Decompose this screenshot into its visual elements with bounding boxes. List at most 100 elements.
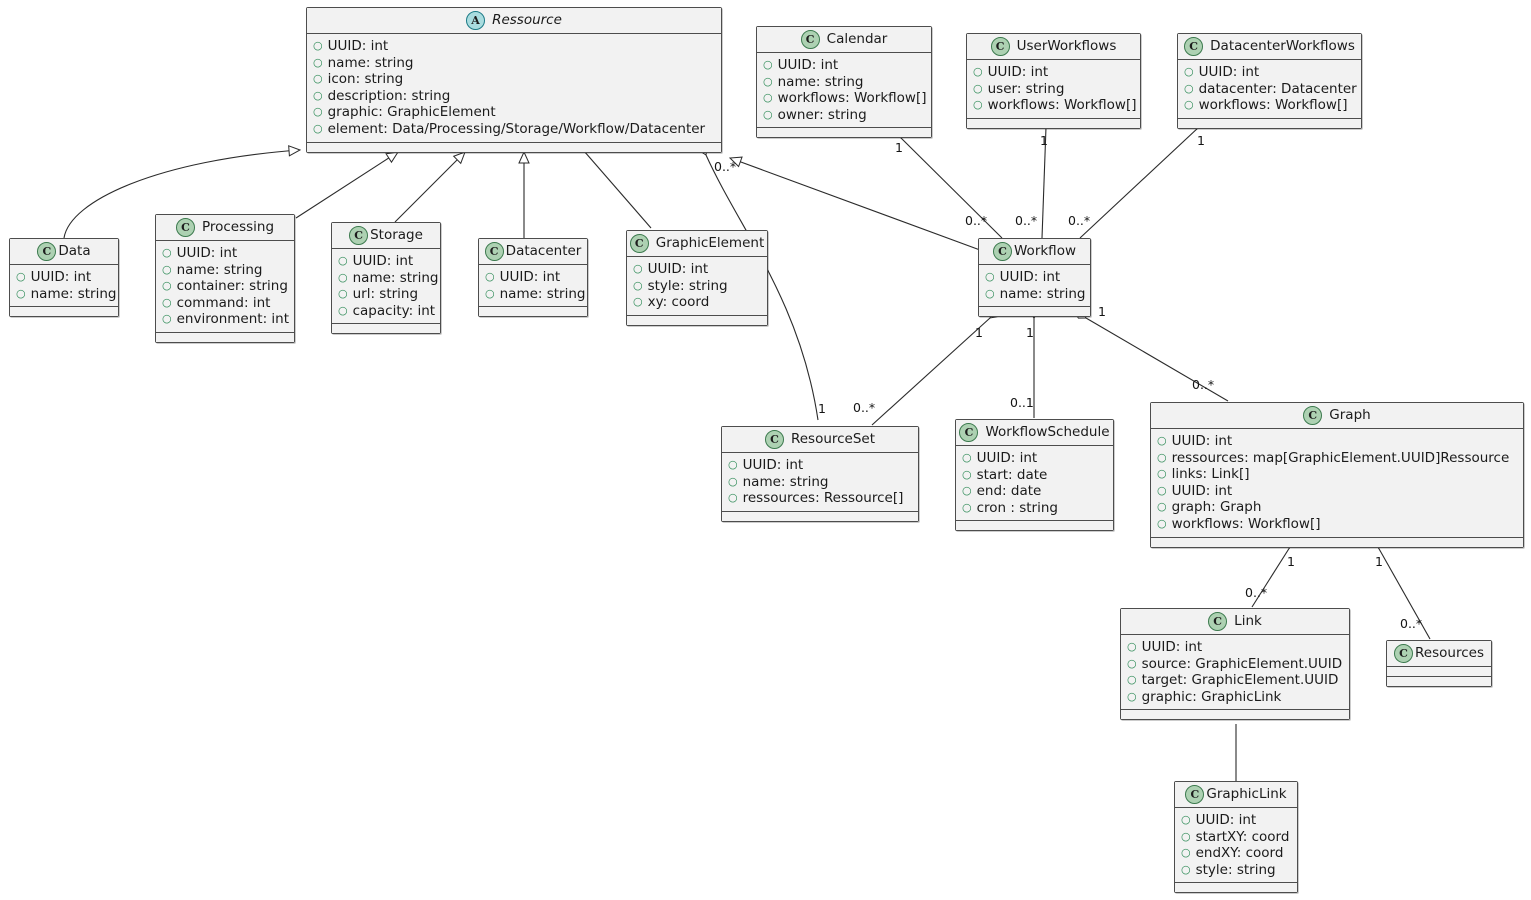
visibility-public-icon: ○ [162, 279, 172, 293]
multiplicity-label: 1 [1040, 133, 1048, 148]
class-name-label: Link [1234, 612, 1262, 629]
attribute-label: name: string [327, 54, 414, 71]
attribute-row: ○xy: coord [633, 294, 761, 311]
multiplicity-label: 1 [1287, 554, 1295, 569]
attribute-label: UUID: int [352, 253, 414, 269]
visibility-public-icon: ○ [313, 88, 323, 102]
class-methods-section [1175, 883, 1297, 893]
attribute-row: ○UUID: int [1184, 64, 1355, 81]
visibility-public-icon: ○ [763, 91, 773, 105]
multiplicity-label: 0..* [853, 400, 876, 415]
class-name-label: Workflow [1014, 242, 1076, 259]
class-attributes-resources [1387, 667, 1491, 677]
class-attributes-resourceset: ○UUID: int○name: string○ressources: Ress… [722, 453, 918, 512]
class-methods-section [156, 332, 294, 342]
class-stereotype-icon: C [1394, 644, 1414, 663]
visibility-public-icon: ○ [313, 72, 323, 86]
visibility-public-icon: ○ [338, 254, 348, 267]
attribute-label: start: date [976, 466, 1048, 483]
visibility-public-icon: ○ [313, 39, 323, 52]
attribute-row: ○cron : string [962, 500, 1107, 517]
multiplicity-label: 0..1 [1010, 395, 1034, 410]
attribute-label: source: GraphicElement.UUID [1141, 655, 1343, 672]
class-methods-section [1387, 677, 1491, 686]
visibility-public-icon: ○ [985, 270, 995, 283]
attribute-label: UUID: int [777, 57, 839, 73]
class-stereotype-icon: C [993, 242, 1012, 261]
attribute-label: UUID: int [327, 38, 389, 54]
visibility-public-icon: ○ [728, 458, 738, 471]
class-attributes-graphiclink: ○UUID: int○startXY: coord○endXY: coord○s… [1175, 808, 1297, 884]
visibility-public-icon: ○ [763, 74, 773, 88]
multiplicity-label: 1 [975, 325, 983, 340]
attribute-label: owner: string [777, 106, 867, 123]
class-methods-section [307, 142, 721, 152]
attribute-row: ○source: GraphicElement.UUID [1127, 656, 1343, 673]
class-name-label: GraphicLink [1206, 785, 1287, 802]
visibility-public-icon: ○ [1157, 483, 1167, 497]
visibility-public-icon: ○ [313, 121, 323, 135]
attribute-label: graphic: GraphicElement [327, 104, 496, 121]
visibility-public-icon: ○ [962, 484, 972, 498]
attribute-label: UUID: int [1171, 433, 1233, 449]
attribute-row: ○UUID: int [633, 261, 761, 278]
attribute-row: ○environment: int [162, 311, 289, 328]
visibility-public-icon: ○ [962, 500, 972, 514]
attribute-row: ○startXY: coord [1181, 829, 1291, 846]
attribute-row: ○graphic: GraphicElement [313, 104, 715, 121]
attribute-label: workflows: Workflow[] [1171, 515, 1321, 532]
attribute-row: ○element: Data/Processing/Storage/Workfl… [313, 121, 715, 138]
visibility-public-icon: ○ [338, 303, 348, 317]
attribute-label: UUID: int [30, 269, 92, 285]
visibility-public-icon: ○ [973, 98, 983, 112]
attribute-label: UUID: int [999, 269, 1061, 285]
visibility-public-icon: ○ [1127, 640, 1137, 653]
attribute-row: ○UUID: int [1157, 483, 1517, 500]
multiplicity-label: 0..* [1400, 616, 1423, 631]
multiplicity-label: 1 [1375, 554, 1383, 569]
attribute-row: ○ capacity: int [338, 302, 436, 320]
attribute-row: ○ name: string [763, 74, 925, 91]
visibility-public-icon: ○ [1184, 81, 1194, 95]
attribute-label: ressources: map[GraphicElement.UUID]Ress… [1171, 449, 1510, 466]
attribute-label: command: int [176, 294, 271, 311]
attribute-label: name: string [777, 73, 864, 90]
visibility-public-icon: ○ [633, 262, 643, 275]
visibility-public-icon: ○ [1181, 862, 1191, 876]
attribute-row: ○name: string [338, 270, 439, 287]
attribute-row: ○container: string [162, 278, 288, 295]
class-methods-section [979, 307, 1090, 317]
abstract-stereotype-icon: A [466, 11, 486, 30]
attribute-label: capacity: int [352, 302, 436, 319]
visibility-public-icon: ○ [728, 491, 738, 505]
class-name-label: Data [58, 242, 91, 259]
class-name-label: Processing [201, 218, 275, 235]
attribute-label: workflows: Workflow[] [987, 97, 1137, 114]
attribute-row: ○UUID: int [1127, 639, 1343, 656]
class-stereotype-icon: C [959, 423, 979, 442]
class-methods-section [1151, 537, 1523, 547]
class-methods-section [722, 511, 918, 521]
attribute-row: ○style: string [1181, 862, 1291, 879]
attribute-row: ○UUID: int [763, 57, 925, 74]
attribute-label: links: Link[] [1171, 466, 1250, 483]
